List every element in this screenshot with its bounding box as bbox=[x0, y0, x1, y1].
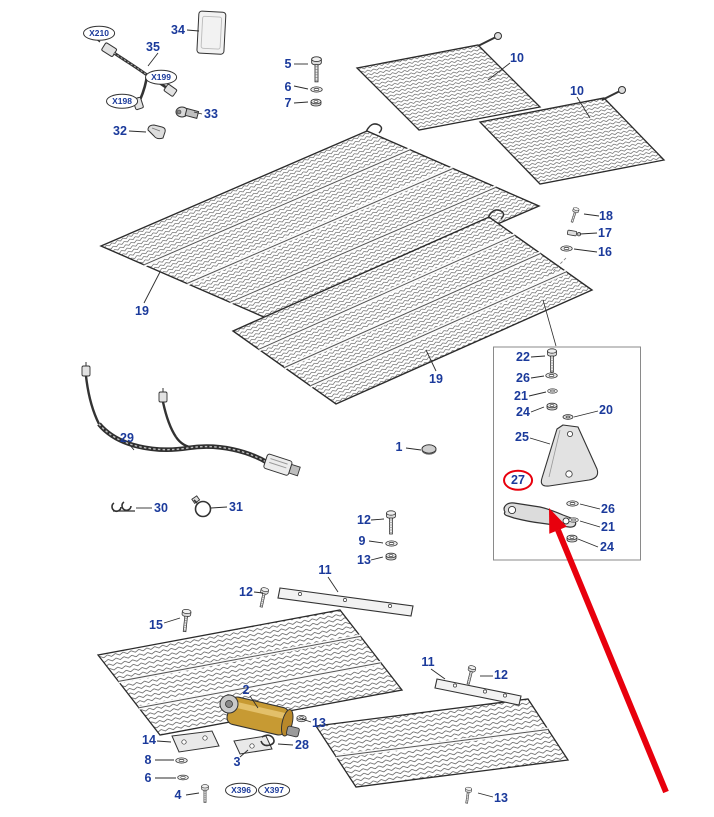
grate-panel-lower-right bbox=[314, 698, 570, 788]
callout-5[interactable]: 5 bbox=[284, 56, 292, 71]
callout-34[interactable]: 34 bbox=[171, 22, 185, 37]
callout-26[interactable]: 26 bbox=[601, 501, 615, 516]
callout-13[interactable]: 13 bbox=[357, 552, 371, 567]
callout-26[interactable]: 26 bbox=[516, 370, 530, 385]
callout-17[interactable]: 17 bbox=[598, 225, 612, 240]
bracket-25 bbox=[540, 424, 599, 487]
mount-plate-34 bbox=[196, 10, 227, 55]
callout-35[interactable]: 35 bbox=[146, 39, 160, 54]
callout-12[interactable]: 12 bbox=[494, 667, 508, 682]
latch-handle bbox=[477, 32, 502, 47]
clamp-31 bbox=[191, 495, 212, 518]
callout-7[interactable]: 7 bbox=[284, 95, 292, 110]
bushing-20 bbox=[562, 414, 574, 420]
callout-14[interactable]: 14 bbox=[142, 732, 156, 747]
callout-31[interactable]: 31 bbox=[229, 499, 243, 514]
drive-motor-2 bbox=[219, 694, 300, 738]
panel-latch-hook bbox=[365, 123, 383, 134]
rail-11-lower bbox=[434, 678, 522, 706]
callout-x198[interactable]: X198 bbox=[106, 93, 138, 109]
clip-30 bbox=[111, 501, 135, 513]
callout-13[interactable]: 13 bbox=[312, 715, 326, 730]
clip-28 bbox=[260, 734, 275, 747]
callout-21[interactable]: 21 bbox=[514, 388, 528, 403]
callout-30[interactable]: 30 bbox=[154, 500, 168, 515]
connector-x199 bbox=[163, 83, 178, 97]
harness-connector bbox=[263, 453, 301, 477]
leader-lines bbox=[128, 29, 601, 798]
callout-12[interactable]: 12 bbox=[357, 512, 371, 527]
callout-22[interactable]: 22 bbox=[516, 349, 530, 364]
callout-21[interactable]: 21 bbox=[601, 519, 615, 534]
callout-24[interactable]: 24 bbox=[600, 539, 614, 554]
callout-33[interactable]: 33 bbox=[204, 106, 218, 121]
callout-10[interactable]: 10 bbox=[570, 83, 584, 98]
callout-9[interactable]: 9 bbox=[358, 533, 366, 548]
callout-11[interactable]: 11 bbox=[318, 562, 332, 577]
extension-panel-10-left bbox=[355, 32, 542, 131]
callout-19[interactable]: 19 bbox=[135, 303, 149, 318]
clip-32 bbox=[147, 124, 166, 140]
callout-20[interactable]: 20 bbox=[599, 402, 613, 417]
bracket-3 bbox=[233, 735, 273, 755]
callout-6[interactable]: 6 bbox=[144, 770, 152, 785]
panel-latch-hook bbox=[487, 209, 505, 220]
callout-12[interactable]: 12 bbox=[239, 584, 253, 599]
highlight-arrow bbox=[549, 508, 669, 794]
callout-x199[interactable]: X199 bbox=[145, 69, 177, 85]
grate-panel-lower-left bbox=[96, 609, 404, 736]
rail-11-upper bbox=[277, 587, 414, 617]
callout-29[interactable]: 29 bbox=[120, 430, 134, 445]
callout-x397[interactable]: X397 bbox=[258, 782, 290, 798]
wire-harness-29 bbox=[81, 362, 301, 477]
callout-18[interactable]: 18 bbox=[599, 208, 613, 223]
callout-3[interactable]: 3 bbox=[233, 754, 241, 769]
callout-27-highlighted[interactable]: 27 bbox=[503, 469, 533, 491]
callout-8[interactable]: 8 bbox=[144, 752, 152, 767]
callout-16[interactable]: 16 bbox=[598, 244, 612, 259]
callout-13[interactable]: 13 bbox=[494, 790, 508, 805]
callout-25[interactable]: 25 bbox=[515, 429, 529, 444]
callout-4[interactable]: 4 bbox=[174, 787, 182, 802]
callout-24[interactable]: 24 bbox=[516, 404, 530, 419]
sensor-33 bbox=[175, 106, 200, 120]
cap-1 bbox=[421, 444, 437, 455]
callout-10[interactable]: 10 bbox=[510, 50, 524, 65]
callout-19[interactable]: 19 bbox=[429, 371, 443, 386]
callout-1[interactable]: 1 bbox=[395, 439, 403, 454]
sieve-panel-19-upper bbox=[99, 123, 541, 322]
callout-2[interactable]: 2 bbox=[242, 682, 250, 697]
latch-handle bbox=[601, 86, 626, 101]
pin-17 bbox=[566, 229, 582, 237]
callout-15[interactable]: 15 bbox=[149, 617, 163, 632]
callout-x396[interactable]: X396 bbox=[225, 782, 257, 798]
callout-6[interactable]: 6 bbox=[284, 79, 292, 94]
callout-32[interactable]: 32 bbox=[113, 123, 127, 138]
callout-x210[interactable]: X210 bbox=[83, 25, 115, 41]
bracket-14 bbox=[171, 730, 220, 753]
callout-11[interactable]: 11 bbox=[421, 654, 435, 669]
sieve-panel-19-lower bbox=[231, 209, 594, 405]
callout-28[interactable]: 28 bbox=[295, 737, 309, 752]
extension-panel-10-right bbox=[478, 86, 666, 185]
